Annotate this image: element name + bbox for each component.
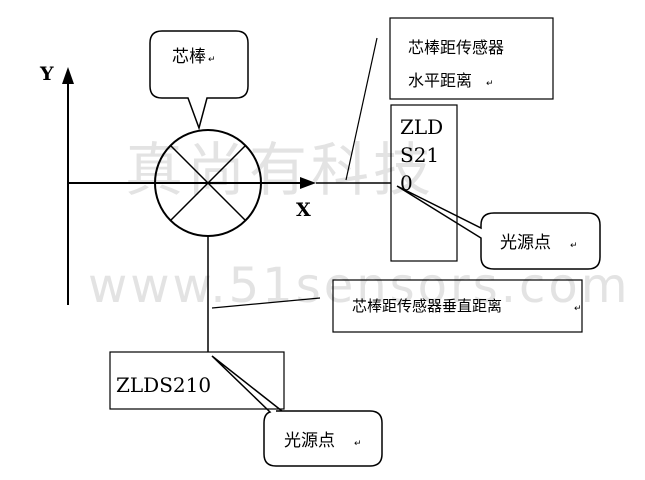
y-axis-label: Y <box>39 63 54 85</box>
sensor-right: ZLD S21 0 <box>390 104 458 262</box>
horizontal-distance-callout: 芯棒距传感器 水平距离 ↵ <box>389 17 554 100</box>
vertical-distance-leader-line <box>211 297 321 309</box>
sensor-right-label-line2: S21 <box>400 143 439 167</box>
watermark-chinese: 真尚有科技 <box>125 136 435 204</box>
sensor-bottom-label: ZLDS210 <box>116 373 211 397</box>
x-axis-label: X <box>296 199 311 221</box>
sensor-right-label-line1: ZLD <box>400 115 443 139</box>
light-source-right-callout: 光源点 ↵ <box>396 185 601 270</box>
vertical-distance-callout: 芯棒距传感器垂直距离 ↵ <box>332 279 583 333</box>
sensor-bottom: ZLDS210 <box>109 351 285 410</box>
horizontal-distance-text-line1: 芯棒距传感器 <box>408 38 504 57</box>
light-source-right-text: 光源点 <box>500 233 551 253</box>
watermark-url: www.51sensors.com <box>88 258 631 314</box>
light-source-bottom-text: 光源点 <box>284 431 335 451</box>
x-axis-arrow-icon <box>300 177 316 189</box>
horizontal-distance-leader-line <box>345 37 378 181</box>
core-rod-callout-text: 芯棒 <box>172 47 206 67</box>
return-mark-icon: ↵ <box>570 241 578 251</box>
return-mark-icon: ↵ <box>354 439 362 449</box>
return-mark-icon: ↵ <box>486 79 494 89</box>
vertical-distance-text: 芯棒距传感器垂直距离 <box>352 297 502 315</box>
y-axis-arrow-icon <box>62 67 74 84</box>
light-source-bottom-callout: 光源点 ↵ <box>211 355 383 467</box>
return-mark-icon: ↵ <box>574 304 582 314</box>
return-mark-icon: ↵ <box>208 55 216 65</box>
horizontal-distance-text-line2: 水平距离 <box>408 71 472 90</box>
core-rod-callout: 芯棒 ↵ <box>149 30 249 131</box>
